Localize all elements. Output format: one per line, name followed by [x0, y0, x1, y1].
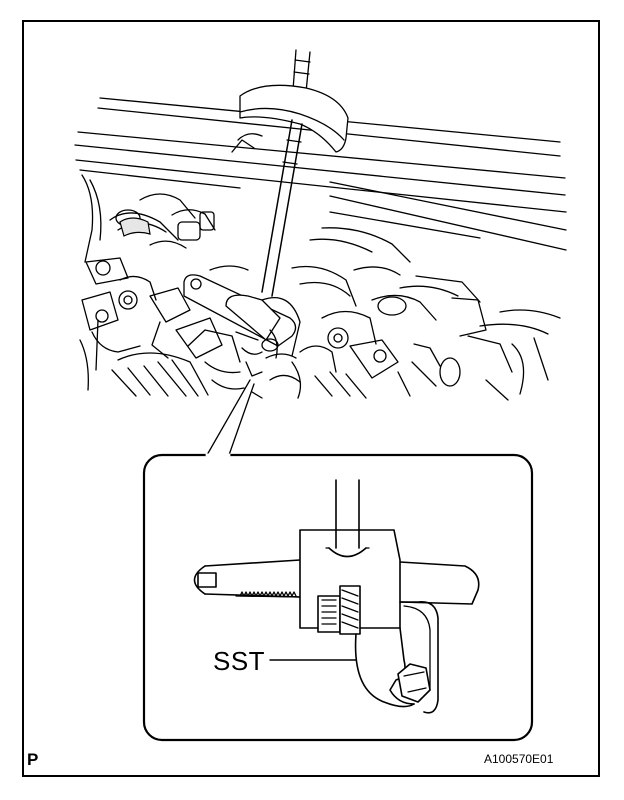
figure-code: A100570E01	[484, 752, 554, 766]
hose-shading	[119, 217, 151, 237]
tool-in-engine	[183, 49, 349, 377]
view-marker: P	[27, 750, 39, 769]
engine-bay-drawing	[74, 97, 567, 401]
callout-leader	[206, 379, 255, 456]
sst-label: SST	[213, 646, 266, 676]
sst-detail	[193, 479, 480, 714]
